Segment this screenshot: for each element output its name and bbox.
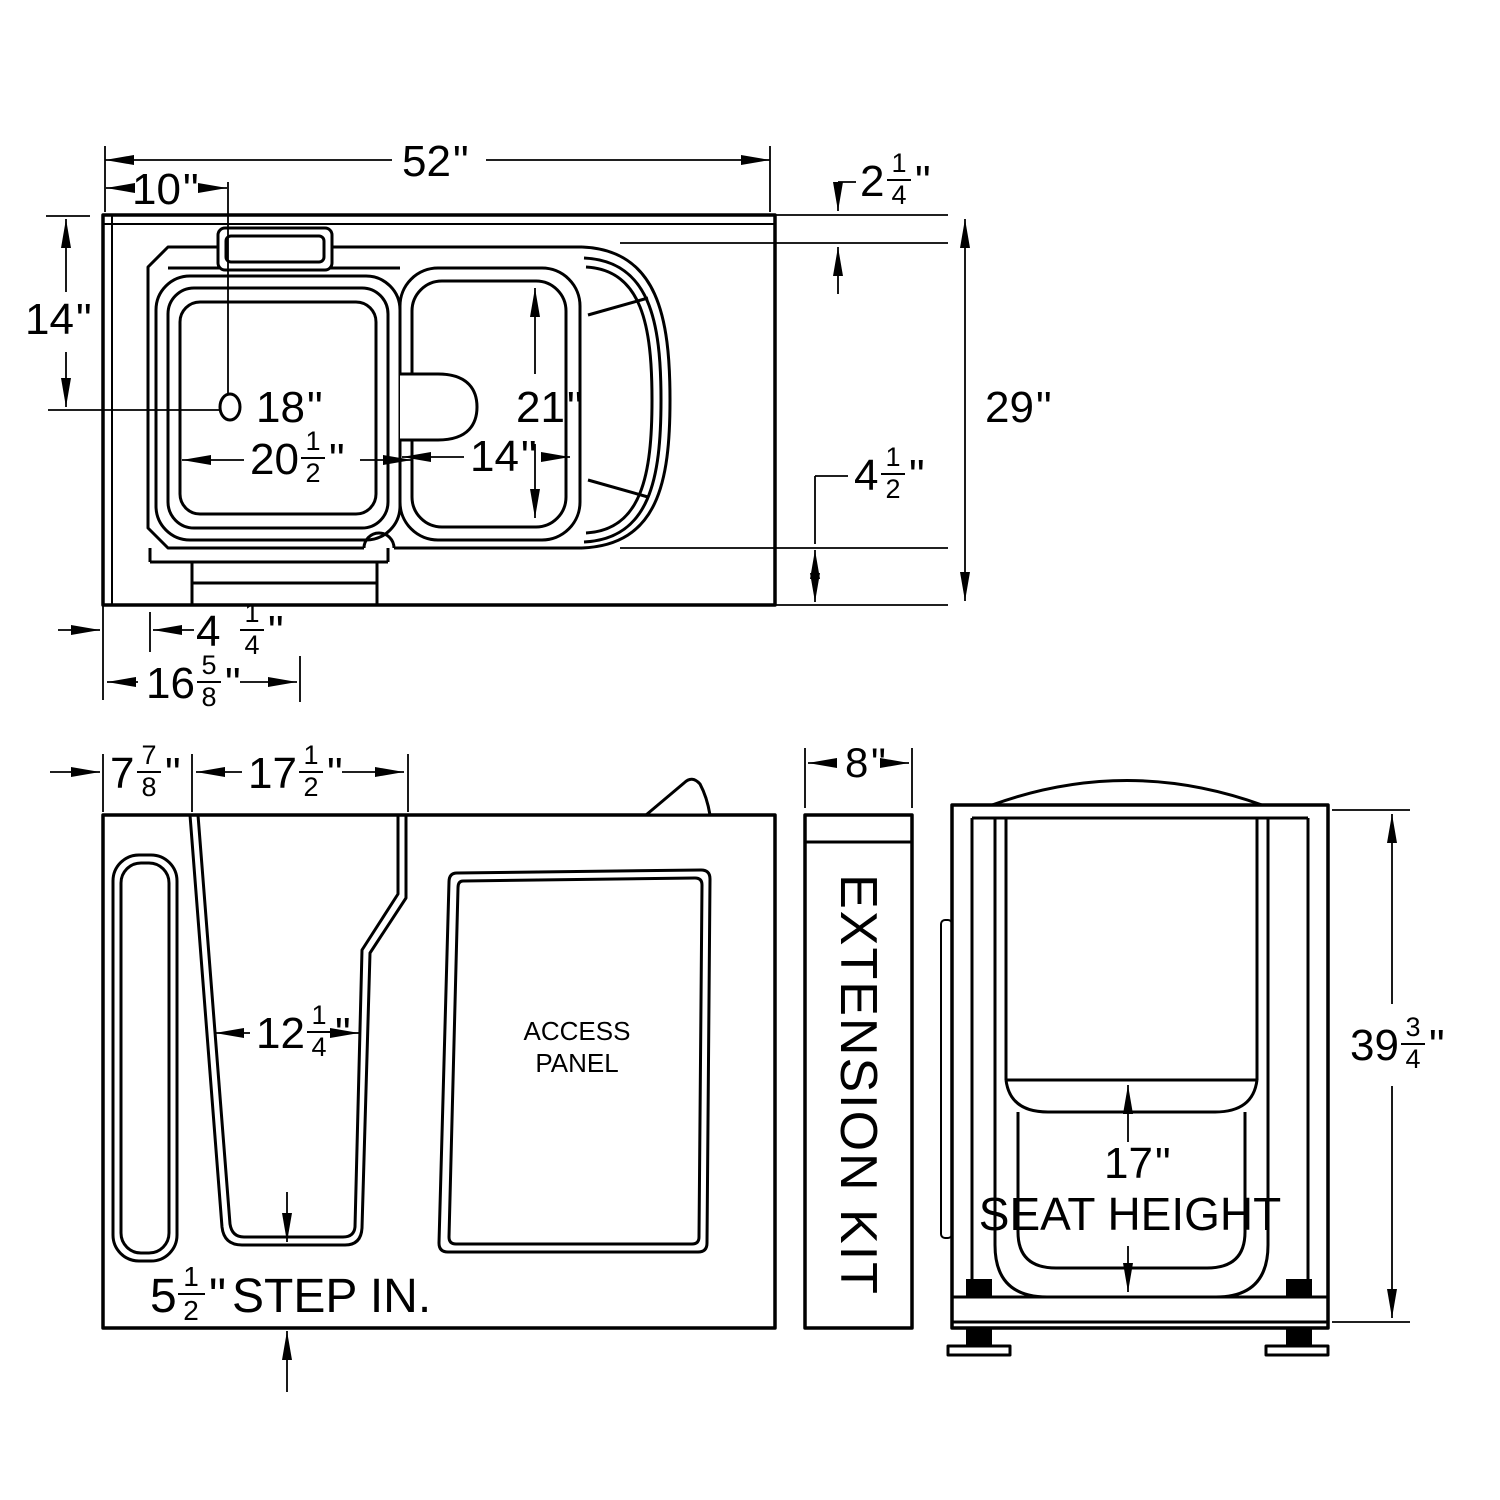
svg-text:12": 12" (256, 1009, 351, 1058)
svg-text:17": 17" (1104, 1139, 1171, 1188)
seat-height-label: SEAT HEIGHT (979, 1188, 1281, 1240)
dim-faucet-offset: 10" (132, 165, 199, 214)
extension-kit-label: EXTENSION KIT (829, 874, 887, 1296)
drain-plan (218, 392, 242, 422)
svg-text:4": 4" (196, 607, 284, 656)
side-flange (940, 919, 953, 1239)
threshold-pedestal (148, 548, 390, 605)
side-panel-outline (101, 813, 777, 1330)
svg-text:29": 29" (985, 383, 1052, 432)
dim-drain: 18" (256, 383, 323, 432)
dim-seat-height: 17" SEAT HEIGHT (979, 1085, 1281, 1292)
svg-text:16": 16" (146, 659, 241, 708)
svg-text:39": 39" (1350, 1021, 1445, 1070)
svg-text:4": 4" (854, 451, 925, 500)
svg-text:34: 34 (1405, 1012, 1420, 1074)
door-opening (188, 814, 408, 1247)
dim-seat-depth: 21" (516, 288, 583, 518)
grab-bar (111, 853, 179, 1263)
svg-text:14: 14 (244, 598, 259, 660)
svg-text:21": 21" (516, 383, 583, 432)
extension-lines-side (102, 754, 409, 812)
faucet-deck-pocket (216, 226, 334, 272)
tub-shell (146, 245, 672, 550)
svg-text:58: 58 (201, 650, 216, 712)
svg-text:78: 78 (141, 740, 156, 802)
dim-overall-width: 29" (960, 219, 1052, 601)
svg-text:8": 8" (845, 739, 886, 786)
svg-text:12: 12 (303, 740, 318, 802)
svg-text:14": 14" (470, 432, 537, 481)
dim-overall-length: 52" (402, 137, 469, 186)
extension-lines-top (46, 146, 948, 702)
dim-seat-width: 14" (402, 432, 570, 481)
svg-text:20": 20" (250, 435, 345, 484)
svg-text:7": 7" (110, 749, 181, 798)
svg-text:14: 14 (311, 1000, 326, 1062)
backrest-dome (991, 779, 1263, 807)
dim-side-depth: 14" (25, 295, 92, 344)
svg-text:17": 17" (248, 749, 343, 798)
top-view: 52" 10" 14" 18" 20" 12 21" 14" (25, 137, 1052, 712)
leveling-feet (946, 1279, 1330, 1357)
seat-plan (398, 266, 582, 542)
end-view-outline (950, 803, 1330, 1330)
svg-text:12: 12 (885, 442, 900, 504)
svg-text:5"STEP IN.: 5"STEP IN. (150, 1270, 431, 1323)
svg-text:12: 12 (305, 426, 320, 488)
extension-kit-panel (803, 813, 914, 1330)
dim-ext-width: 8" (808, 739, 909, 786)
svg-text:2": 2" (860, 157, 931, 206)
svg-text:14: 14 (891, 148, 906, 210)
extension-kit-view: EXTENSION KIT 8" (803, 739, 914, 1330)
svg-text:12: 12 (183, 1261, 199, 1326)
faucet-profile (644, 777, 712, 817)
